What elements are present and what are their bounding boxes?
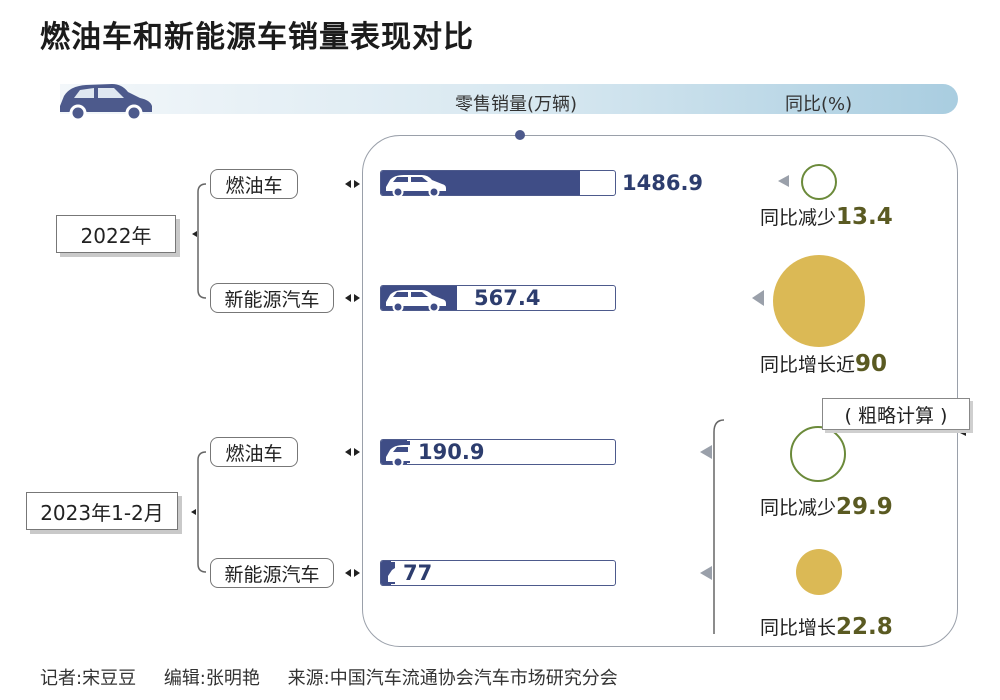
category-label: 燃油车: [210, 437, 298, 467]
sales-bar-track: [380, 439, 616, 465]
yoy-value: 13.4: [836, 204, 893, 230]
sales-bar: [381, 286, 457, 310]
sales-bar: [381, 440, 407, 464]
category-label: 燃油车: [210, 169, 298, 199]
category-label: 新能源汽车: [210, 283, 334, 313]
frame-dot: [515, 130, 525, 140]
sales-value-label: 77: [403, 561, 433, 585]
sales-bar-track: [380, 560, 616, 586]
page-title: 燃油车和新能源车销量表现对比: [40, 20, 474, 55]
sales-bar: [381, 171, 580, 195]
estimate-note: ( 粗略计算 ): [822, 398, 970, 430]
footer: 记者:宋豆豆 编辑:张明艳 来源:中国汽车流通协会汽车市场研究分会: [40, 664, 640, 690]
sales-value-label: 190.9: [418, 440, 485, 464]
period-2023-box: 2023年1-2月: [26, 492, 178, 530]
yoy-value: 29.9: [836, 494, 893, 520]
sales-value-label: 1486.9: [622, 171, 704, 195]
editor-credit: 编辑:张明艳: [163, 668, 260, 689]
sales-bar-track: [380, 170, 616, 196]
category-label: 新能源汽车: [210, 558, 334, 588]
yoy-increase-circle: [773, 255, 865, 347]
yoy-value: 90: [855, 351, 888, 377]
yoy-label: 同比减少29.9: [760, 494, 893, 520]
sales-value-label: 567.4: [474, 286, 541, 310]
header-band: [60, 84, 958, 114]
source-credit: 来源:中国汽车流通协会汽车市场研究分会: [287, 668, 618, 689]
period-2022-box: 2022年: [56, 215, 176, 253]
yoy-decrease-circle: [790, 426, 846, 482]
yoy-label: 同比增长22.8: [760, 614, 893, 640]
yoy-header-label: 同比(%): [785, 94, 853, 115]
sales-header-label: 零售销量(万辆): [455, 94, 578, 115]
yoy-increase-circle: [796, 549, 842, 595]
yoy-label: 同比减少13.4: [760, 204, 893, 230]
yoy-value: 22.8: [836, 614, 893, 640]
chart-frame: [362, 135, 958, 647]
reporter-credit: 记者:宋豆豆: [40, 668, 137, 689]
sales-bar: [381, 561, 392, 585]
yoy-label: 同比增长近90: [760, 351, 888, 377]
yoy-decrease-circle: [801, 164, 837, 200]
